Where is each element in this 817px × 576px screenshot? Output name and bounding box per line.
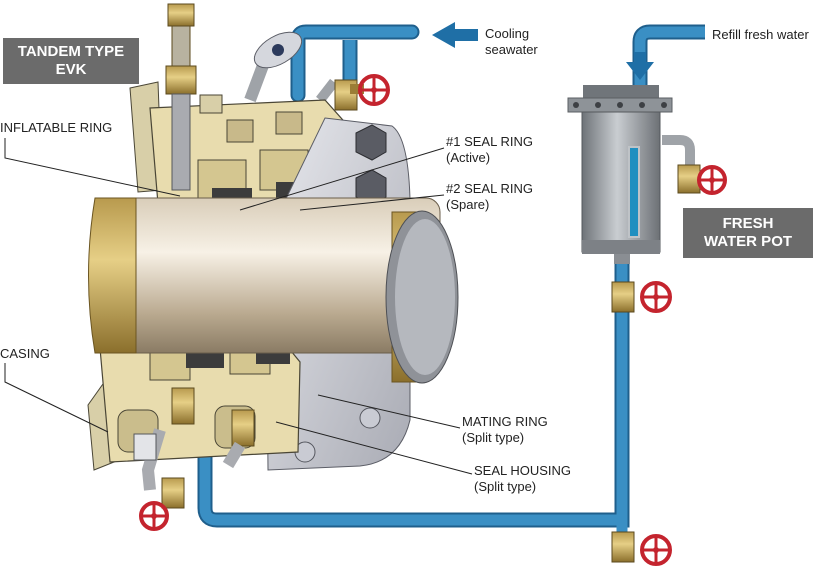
pot-outlet-valve[interactable] bbox=[677, 164, 727, 195]
leader-seal2 bbox=[299, 194, 445, 211]
seal-ring-2-note: (Spare) bbox=[446, 197, 490, 212]
leader-housing bbox=[275, 421, 473, 475]
bottom-drain-valve[interactable] bbox=[611, 531, 672, 566]
refill-fresh-water-label: Refill fresh water bbox=[712, 27, 809, 42]
casing-drain-valve[interactable] bbox=[139, 477, 185, 531]
fresh-water-pot bbox=[567, 85, 673, 264]
cooling-label-line1: Cooling bbox=[485, 26, 530, 41]
refill-pipe bbox=[632, 24, 705, 85]
pot-box-line1: FRESH bbox=[722, 215, 774, 232]
seal-ring-1-label: #1 SEAL RING (Active) bbox=[446, 134, 533, 166]
leader-casing bbox=[4, 363, 109, 433]
pot-drain-valve[interactable] bbox=[611, 281, 672, 313]
fresh-water-pot-box: FRESH WATER POT bbox=[683, 208, 813, 258]
seal-ring-1-note: (Active) bbox=[446, 150, 491, 165]
upper-fittings bbox=[165, 3, 223, 191]
inflatable-ring-label: INFLATABLE RING bbox=[0, 120, 113, 135]
leader-lines bbox=[4, 138, 473, 475]
leader-inflatable-ring bbox=[4, 138, 181, 197]
cooling-seawater-label: Cooling seawater bbox=[485, 26, 538, 58]
leader-seal1 bbox=[239, 147, 445, 211]
mating-ring-note: (Split type) bbox=[462, 430, 525, 445]
flowmeter bbox=[253, 31, 303, 69]
seal-housing-name: SEAL HOUSING bbox=[474, 463, 572, 478]
refill-inflow-arrow bbox=[626, 52, 654, 80]
sight-glass bbox=[628, 146, 640, 238]
seal-ring-2-name: #2 SEAL RING bbox=[446, 181, 533, 196]
mating-ring-label: MATING RING (Split type) bbox=[462, 414, 548, 446]
title-box: TANDEM TYPE EVK bbox=[3, 38, 139, 84]
cooling-label-line2: seawater bbox=[485, 42, 538, 57]
side-outlet-pipe bbox=[662, 135, 695, 165]
lower-seal-housing bbox=[99, 339, 301, 463]
pot-box-line2: WATER POT bbox=[703, 233, 793, 250]
lower-fittings bbox=[133, 387, 255, 491]
title-line1: TANDEM TYPE bbox=[17, 43, 125, 60]
propeller-shaft bbox=[88, 197, 459, 384]
leader-mating bbox=[317, 394, 461, 429]
title-line2: EVK bbox=[55, 61, 87, 78]
casing-label: CASING bbox=[0, 346, 50, 361]
seal-housing-label: SEAL HOUSING (Split type) bbox=[474, 463, 571, 495]
cooling-inflow-arrow bbox=[432, 22, 478, 48]
seal-ring-1-name: #1 SEAL RING bbox=[446, 134, 533, 149]
seal-ring-2-label: #2 SEAL RING (Spare) bbox=[446, 181, 533, 213]
seal-housing-note: (Split type) bbox=[474, 479, 537, 494]
seawater-valve[interactable] bbox=[334, 74, 390, 111]
mating-ring-name: MATING RING bbox=[462, 414, 548, 429]
